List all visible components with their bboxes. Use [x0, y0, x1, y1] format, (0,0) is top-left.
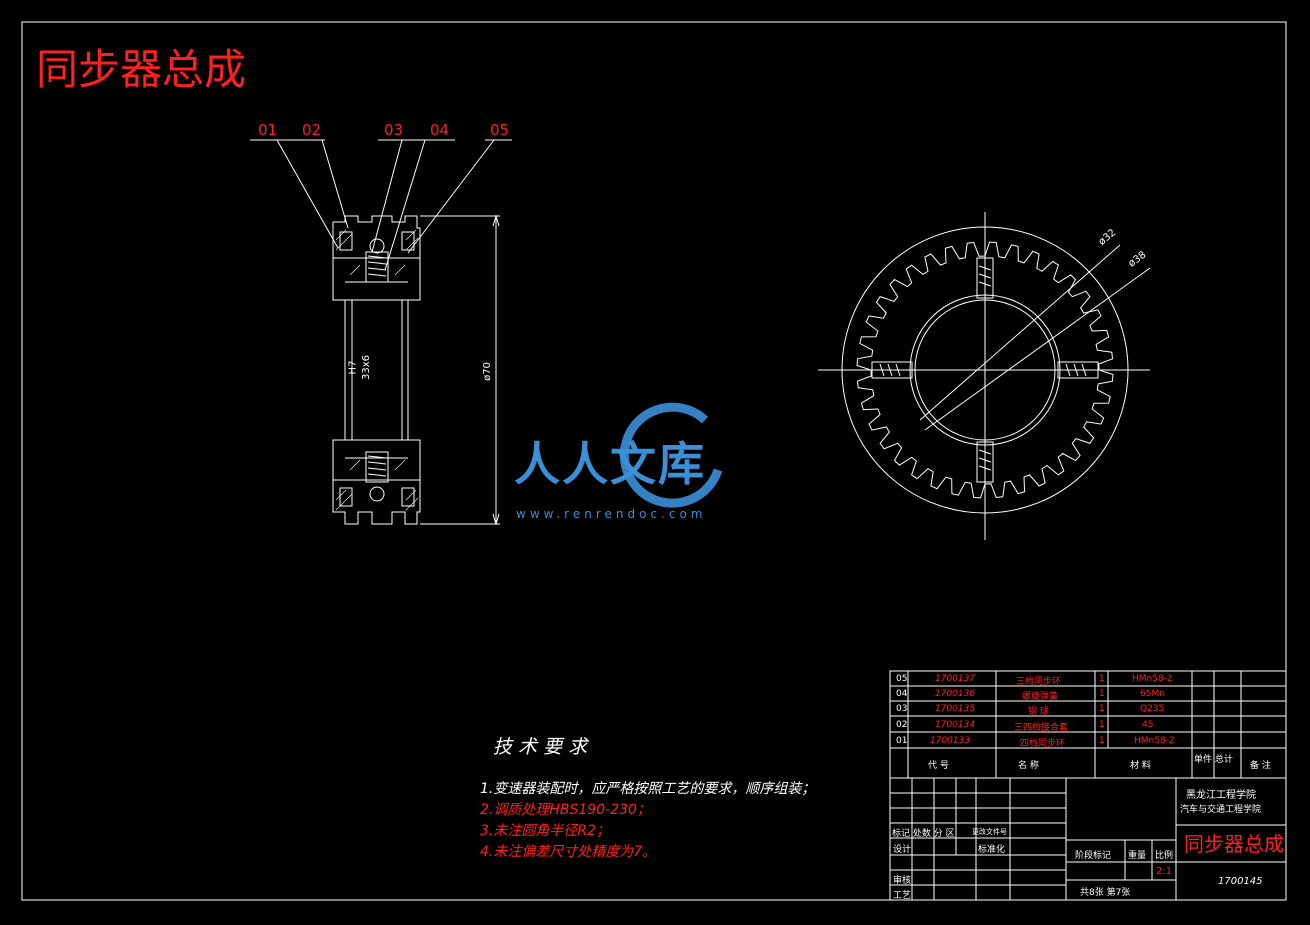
watermark-brand: 人人文库 — [514, 437, 706, 491]
drawing-title: 同步器总成 — [36, 45, 247, 94]
bom-row-no: 03 — [896, 704, 908, 714]
bom-row-qty: 1 — [1099, 674, 1105, 684]
section-view — [250, 139, 512, 526]
bom-row-code: 1700137 — [935, 674, 976, 684]
label-stage: 阶段标记 — [1075, 851, 1112, 861]
tech-req-item-4: 4.未注偏差尺寸处精度为7。 — [480, 844, 657, 860]
front-view — [818, 212, 1151, 540]
title-block-drawing-name: 同步器总成 — [1184, 832, 1284, 856]
bom-header-unit-total: 单件 总计 — [1194, 755, 1233, 765]
bom-row-name: 四档同步环 — [1020, 739, 1066, 749]
tech-req-item-2: 2.调质处理HBS190-230； — [480, 802, 651, 818]
watermark-logo — [619, 402, 723, 508]
callout-02: 02 — [302, 121, 322, 139]
label-ratio: 比例 — [1155, 851, 1174, 861]
watermark-url: www.renrendoc.com — [516, 507, 707, 521]
bom-row-name: 三四档接合套 — [1014, 723, 1069, 733]
tech-req-item-1: 1.变速器装配时，应严格按照工艺的要求，顺序组装； — [480, 781, 816, 797]
department-name: 汽车与交通工程学院 — [1180, 805, 1262, 815]
bom-row-qty: 1 — [1099, 689, 1105, 699]
title-block-grid — [889, 670, 1287, 901]
bom-row-no: 01 — [896, 736, 908, 746]
bom-row-name: 螺旋弹簧 — [1022, 692, 1059, 702]
bom-row-code: 1700135 — [935, 704, 976, 714]
bom-row-no: 02 — [896, 720, 908, 730]
bom-row-name: 三档同步环 — [1016, 677, 1062, 687]
label-change-doc: 更改文件号 — [972, 828, 1007, 836]
label-mark: 标记 处数 分 区 — [892, 829, 955, 839]
label-process: 工艺 — [893, 891, 912, 901]
bom-row-qty: 1 — [1099, 736, 1105, 746]
bom-row-material: 65Mn — [1140, 689, 1165, 699]
label-design: 设计 — [893, 845, 912, 855]
bom-header-remark: 备 注 — [1250, 761, 1271, 771]
bom-row-code: 1700133 — [930, 736, 971, 746]
institute-name: 黑龙江工程学院 — [1186, 790, 1256, 801]
bom-row-material: HMn58-2 — [1132, 674, 1173, 684]
label-standardize: 标准化 — [978, 845, 1006, 855]
bom-row-qty: 1 — [1099, 720, 1105, 730]
label-review: 审核 — [893, 876, 912, 886]
section-hatch — [335, 229, 419, 511]
callout-01: 01 — [258, 121, 278, 139]
bom-header-name: 名 称 — [1018, 761, 1039, 771]
bom-header-code: 代 号 — [928, 761, 949, 771]
label-weight: 重量 — [1128, 851, 1147, 861]
bom-row-material: HMn58-2 — [1134, 736, 1175, 746]
bom-row-name: 钢 球 — [1028, 707, 1049, 717]
outer-dia-label: ø70 — [481, 362, 493, 381]
drawing-number: 1700145 — [1218, 876, 1263, 887]
callout-03: 03 — [384, 121, 404, 139]
sheet-border — [21, 21, 1287, 901]
bom-header-material: 材 料 — [1130, 761, 1151, 771]
scale-value: 2:1 — [1156, 866, 1173, 877]
callout-05: 05 — [490, 121, 510, 139]
bom-row-material: Q235 — [1140, 704, 1165, 714]
callout-04: 04 — [430, 121, 450, 139]
tech-req-item-3: 3.未注圆角半径R2； — [480, 823, 610, 839]
bom-row-code: 1700136 — [935, 689, 976, 699]
bom-row-no: 04 — [896, 689, 908, 699]
bom-row-material: 45 — [1142, 720, 1154, 730]
bom-row-no: 05 — [896, 674, 908, 684]
bore-fit-label: H7 — [347, 360, 359, 375]
bom-row-code: 1700134 — [935, 720, 976, 730]
tech-req-heading: 技 术 要 求 — [493, 736, 588, 758]
bore-dim-label: 33x6 — [361, 354, 373, 381]
sheet-count: 共8张 第7张 — [1080, 888, 1131, 898]
bom-row-qty: 1 — [1099, 704, 1105, 714]
